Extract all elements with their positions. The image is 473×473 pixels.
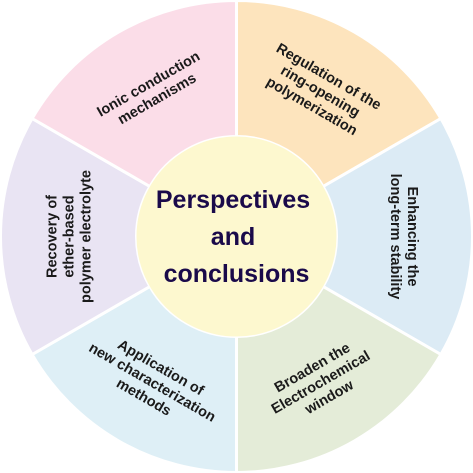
segment-label-long-term-stability: Enhancing thelong-term stability [387, 174, 420, 300]
center-title-line-3: conclusions [164, 260, 310, 288]
svg-text:Recovery ofether-basedpolymer: Recovery ofether-basedpolymer electrolyt… [45, 170, 95, 303]
segment-label-line: Enhancing the [404, 187, 420, 287]
segment-label-line: Recovery of [45, 195, 61, 278]
center-circle [136, 136, 337, 337]
center-title-line-2: and [211, 223, 255, 251]
svg-text:Enhancing thelong-term stabili: Enhancing thelong-term stability [387, 174, 420, 300]
segment-label-line: ether-based [62, 195, 78, 277]
segment-label-line: polymer electrolyte [79, 170, 95, 303]
center-title-line-1: Perspectives [156, 186, 310, 214]
segment-label-ether-polymer-recovery: Recovery ofether-basedpolymer electrolyt… [45, 170, 95, 303]
center-title: Perspectives and conclusions [156, 186, 317, 288]
segment-label-line: long-term stability [387, 174, 403, 300]
